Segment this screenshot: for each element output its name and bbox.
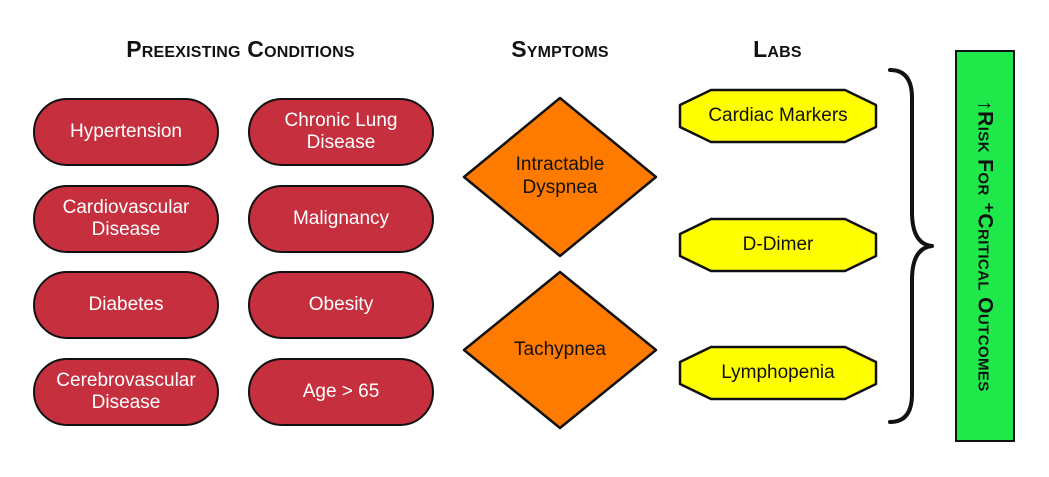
lab-octagon-cardiac-markers [678,88,878,144]
condition-diabetes: Diabetes [33,271,219,339]
condition-obesity: Obesity [248,271,434,339]
symptom-diamond-intractable-dyspnea [462,96,658,258]
lab-octagon-lymphopenia [678,345,878,401]
outcome-box: ↑Risk For ⁺Critical Outcomes [955,50,1015,442]
symptom-diamond-tachypnea [462,270,658,430]
lab-label-d-dimer: D-Dimer [742,233,814,255]
heading-labs: Labs [753,36,802,62]
condition-cerebrovascular-disease: Cerebrovascular Disease [33,358,219,426]
right-curly-brace [888,68,934,424]
condition-hypertension: Hypertension [33,98,219,166]
lab-octagon-d-dimer [678,217,878,273]
heading-symptoms: Symptoms [511,36,609,62]
condition-cardiovascular-disease: Cardiovascular Disease [33,185,219,253]
outcome-label: ↑Risk For ⁺Critical Outcomes [973,100,997,392]
condition-malignancy: Malignancy [248,185,434,253]
symptom-label-intractable-dyspnea: Intractable Dyspnea [515,154,605,198]
symptom-label-tachypnea: Tachypnea [514,338,606,360]
lab-label-lymphopenia: Lymphopenia [721,361,835,383]
heading-preexisting-conditions: Preexisting Conditions [126,36,355,62]
lab-label-cardiac-markers: Cardiac Markers [708,104,848,126]
condition-chronic-lung-disease: Chronic Lung Disease [248,98,434,166]
condition-age-over-65: Age > 65 [248,358,434,426]
